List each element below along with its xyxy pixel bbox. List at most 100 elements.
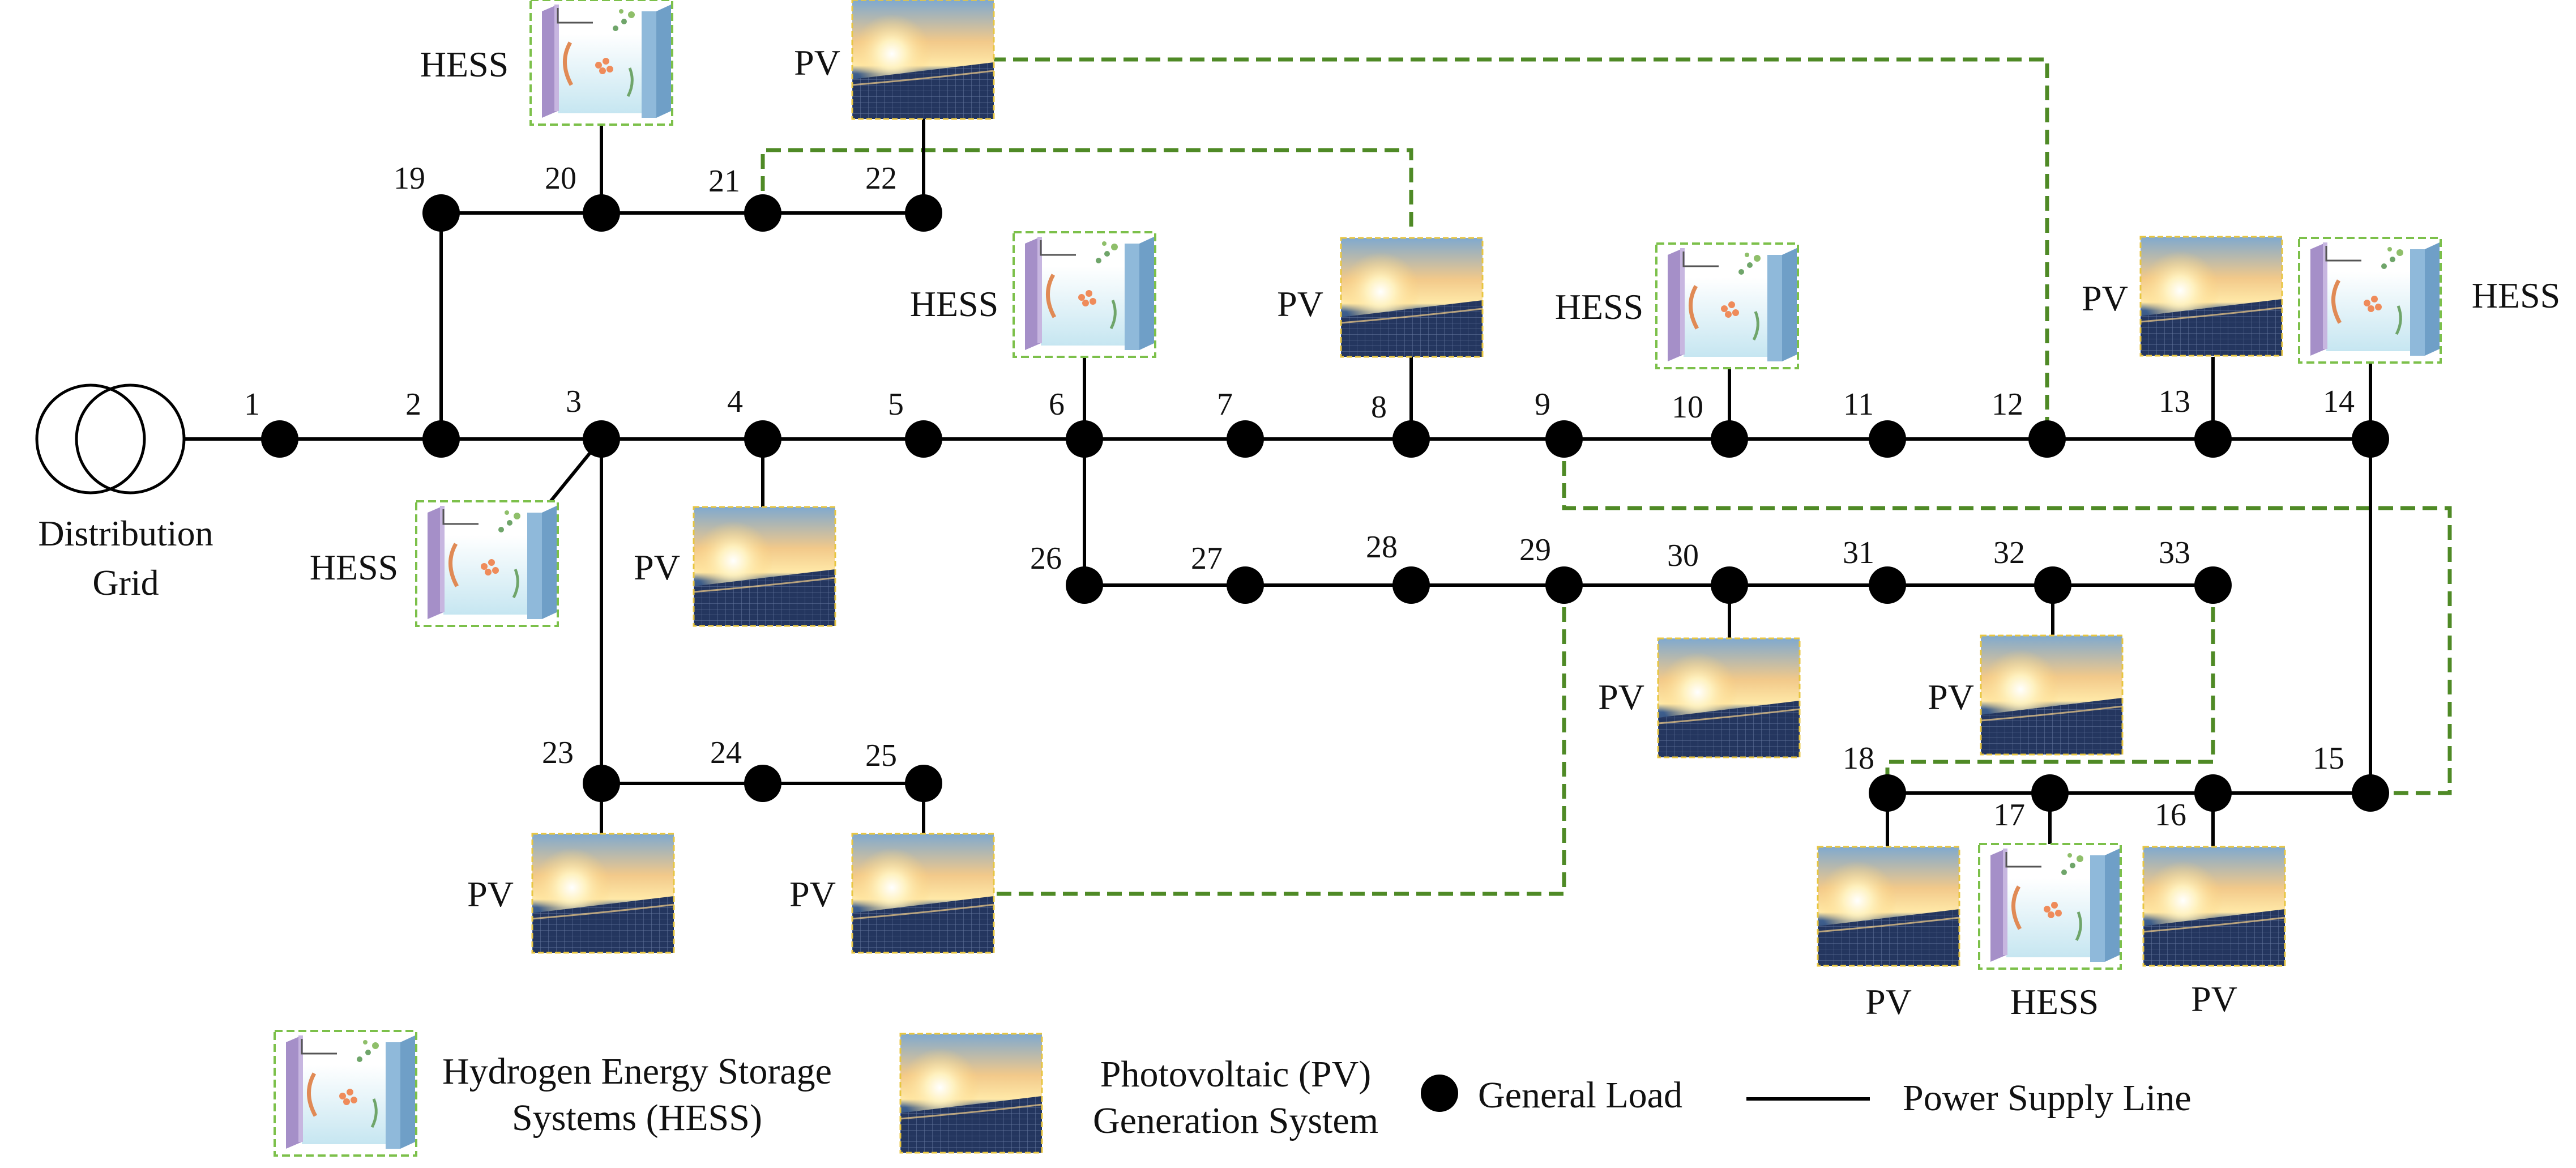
bus-node-1 [261, 420, 298, 458]
bus-label-18: 18 [1843, 741, 1874, 776]
bus-label-25: 25 [865, 738, 897, 773]
hess-label-bus14: HESS [2472, 275, 2561, 316]
bus-label-31: 31 [1843, 535, 1874, 570]
pv-label-bus4: PV [634, 547, 680, 587]
bus-node-14 [2352, 420, 2389, 458]
bus-label-23: 23 [542, 735, 574, 770]
pv-icon-bus30 [1657, 637, 1801, 758]
pv-label-bus8: PV [1277, 284, 1323, 324]
legend-hess-line1: Hydrogen Energy Storage [442, 1051, 832, 1092]
bus-label-30: 30 [1667, 538, 1699, 573]
bus-label-24: 24 [710, 735, 742, 770]
bus-node-15 [2352, 774, 2389, 812]
bus-label-27: 27 [1191, 541, 1223, 576]
hess-label-bus3: HESS [310, 547, 399, 587]
bus-node-32 [2034, 566, 2071, 604]
bus-node-31 [1869, 566, 1906, 604]
bus-label-21: 21 [708, 164, 740, 199]
grid-label-line1: Distribution [38, 513, 213, 553]
hess-label-bus10: HESS [1555, 287, 1644, 327]
bus-label-12: 12 [1992, 387, 2023, 422]
pv-icon-bus22 [851, 0, 995, 120]
bus-node-10 [1711, 420, 1748, 458]
bus-node-22 [905, 194, 942, 232]
pv-label-bus22: PV [794, 42, 840, 83]
bus-label-9: 9 [1535, 387, 1550, 422]
pv-label-bus32: PV [1928, 677, 1974, 717]
bus-node-23 [583, 765, 620, 802]
bus-label-26: 26 [1030, 541, 1062, 576]
bus-label-14: 14 [2323, 384, 2355, 419]
bus-node-2 [422, 420, 460, 458]
pv-icon-bus18 [1817, 846, 1960, 967]
bus-label-15: 15 [2313, 741, 2344, 776]
bus-node-8 [1392, 420, 1430, 458]
hess-icon-bus17 [1979, 844, 2121, 969]
bus-label-16: 16 [2155, 798, 2186, 833]
grid-label-line2: Grid [92, 562, 159, 603]
bus-node-16 [2194, 774, 2232, 812]
bus-node-11 [1869, 420, 1906, 458]
bus-node-30 [1711, 566, 1748, 604]
pv-label-bus23: PV [467, 874, 514, 914]
bus-node-18 [1869, 774, 1906, 812]
pv-icon-bus13 [2139, 236, 2283, 357]
bus-label-2: 2 [405, 387, 421, 422]
pv-label-bus18: PV [1865, 982, 1912, 1022]
distribution-grid: Distribution Grid [35, 383, 213, 603]
legend: Hydrogen Energy Storage Systems (HESS) P… [275, 1031, 2191, 1156]
tie-line-bus29-to-pv25 [991, 585, 1566, 896]
bus-node-3 [583, 420, 620, 458]
hess-label-bus6: HESS [910, 284, 999, 324]
bus-node-26 [1066, 566, 1103, 604]
bus-label-20: 20 [545, 161, 576, 196]
bus-label-22: 22 [865, 161, 897, 196]
legend-line-label: Power Supply Line [1903, 1077, 2191, 1119]
bus-label-1: 1 [244, 387, 260, 422]
bus-node-7 [1227, 420, 1264, 458]
bus-label-11: 11 [1843, 387, 1874, 422]
bus-node-28 [1392, 566, 1430, 604]
pv-icon-bus32 [1980, 634, 2124, 756]
bus-node-20 [583, 194, 620, 232]
pv-label-bus13: PV [2082, 278, 2128, 318]
bus-label-5: 5 [888, 387, 904, 422]
transformer-icon [35, 383, 146, 495]
bus-node-4 [744, 420, 781, 458]
hess-icon-bus10 [1656, 244, 1798, 368]
bus-label-13: 13 [2159, 384, 2190, 419]
bus-node-25 [905, 765, 942, 802]
tie-line-pv22-to-bus12 [991, 57, 2049, 436]
pv-label-bus25: PV [789, 874, 836, 914]
bus-node-5 [905, 420, 942, 458]
bus-label-19: 19 [394, 161, 425, 196]
tie-line-bus9-to-bus15 [1562, 439, 2452, 795]
hess-label-bus20: HESS [420, 44, 509, 84]
bus-node-21 [744, 194, 781, 232]
bus-label-17: 17 [1993, 798, 2025, 833]
hess-icon-bus20 [531, 0, 672, 125]
bus-label-6: 6 [1049, 387, 1065, 422]
legend-hess-icon [275, 1031, 416, 1156]
bus-node-33 [2194, 566, 2232, 604]
legend-hess-line2: Systems (HESS) [512, 1097, 762, 1139]
bus-node-13 [2194, 420, 2232, 458]
hess-icon-bus14 [2299, 238, 2441, 363]
bus-node-29 [1545, 566, 1583, 604]
pv-label-bus30: PV [1598, 677, 1644, 717]
bus-node-24 [744, 765, 781, 802]
legend-pv-line1: Photovoltaic (PV) [1100, 1054, 1371, 1095]
bus-label-7: 7 [1217, 387, 1233, 422]
hess-icon-bus3 [416, 501, 558, 626]
pv-icon-bus4 [693, 506, 836, 627]
bus-label-32: 32 [1993, 535, 2025, 570]
pv-icon-bus16 [2142, 846, 2286, 967]
bus-label-10: 10 [1672, 390, 1703, 425]
transformer-icon-winding [75, 383, 186, 495]
bus-label-8: 8 [1371, 390, 1387, 425]
pv-icon-bus25 [851, 833, 995, 954]
pv-label-bus16: PV [2191, 979, 2237, 1019]
pv-icon-bus8 [1340, 237, 1484, 358]
bus-label-3: 3 [566, 384, 582, 419]
tie-line-bus21-to-pv8 [761, 148, 1413, 232]
